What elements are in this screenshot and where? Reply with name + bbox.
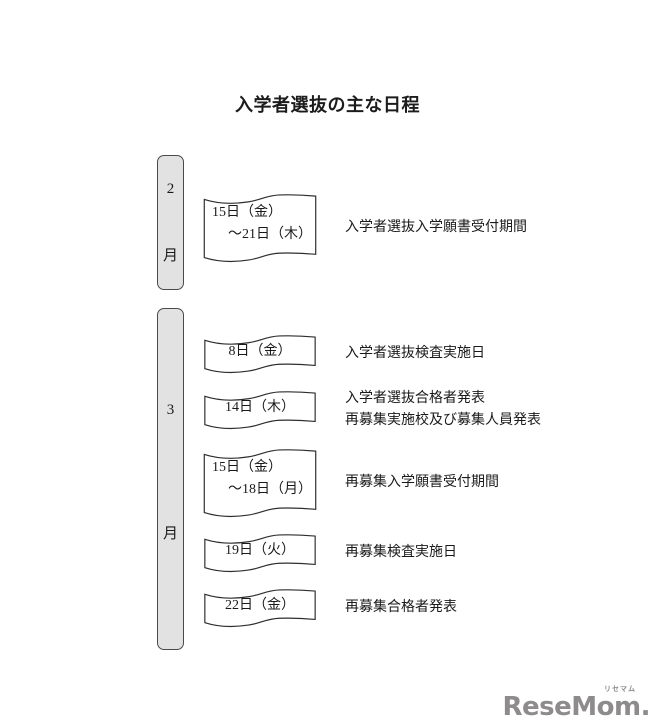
- date-flag: 8日（金）: [202, 333, 318, 374]
- event-description: 再募集入学願書受付期間: [345, 474, 499, 490]
- event-description: 入学者選抜入学願書受付期間: [345, 219, 527, 235]
- date-text: 14日（木）: [225, 400, 295, 415]
- page-title: 入学者選抜の主な日程: [235, 95, 420, 116]
- date-flag: 19日（火）: [202, 532, 318, 573]
- date-flag: 14日（木）: [202, 389, 318, 430]
- date-text: 19日（火）: [225, 543, 295, 558]
- flag-banner-icon: [204, 391, 316, 429]
- event-description: 再募集合格者発表: [345, 599, 457, 615]
- event-description: 入学者選抜合格者発表 再募集実施校及び募集人員発表: [345, 390, 541, 428]
- month-bar-march: 3 月: [157, 308, 184, 650]
- event-description: 再募集検査実施日: [345, 544, 457, 560]
- event-description: 入学者選抜検査実施日: [345, 345, 485, 361]
- date-text: 22日（金）: [225, 598, 295, 613]
- flag-banner-icon: [203, 194, 317, 262]
- month-bar-february: 2 月: [157, 155, 184, 290]
- date-flag: 15日（金） ～21日（木）: [202, 192, 318, 263]
- flag-banner-icon: [204, 335, 316, 373]
- event-row: 14日（木） 入学者選抜合格者発表 再募集実施校及び募集人員発表: [202, 389, 541, 430]
- event-row: 8日（金） 入学者選抜検査実施日: [202, 333, 485, 374]
- date-flag: 15日（金） ～18日（月）: [202, 447, 318, 518]
- event-row: 22日（金） 再募集合格者発表: [202, 587, 457, 628]
- month-number: 2: [166, 181, 175, 197]
- resemom-logo: リセマム ReseMom.: [502, 685, 651, 722]
- resemom-logo-ruby: リセマム: [604, 685, 636, 693]
- flag-banner-icon: [203, 449, 317, 517]
- event-row: 15日（金） ～21日（木） 入学者選抜入学願書受付期間: [202, 192, 527, 263]
- event-row: 15日（金） ～18日（月） 再募集入学願書受付期間: [202, 447, 499, 518]
- resemom-logo-text: ReseMom.: [502, 692, 651, 722]
- event-row: 19日（火） 再募集検査実施日: [202, 532, 457, 573]
- flag-banner-icon: [204, 534, 316, 572]
- flag-banner-icon: [204, 589, 316, 627]
- month-number: 3: [166, 402, 175, 418]
- month-suffix: 月: [162, 526, 178, 542]
- date-text: 15日（金） ～21日（木）: [212, 205, 312, 242]
- month-suffix: 月: [162, 248, 178, 264]
- date-text: 15日（金） ～18日（月）: [212, 460, 312, 497]
- date-text: 8日（金）: [228, 344, 292, 359]
- date-flag: 22日（金）: [202, 587, 318, 628]
